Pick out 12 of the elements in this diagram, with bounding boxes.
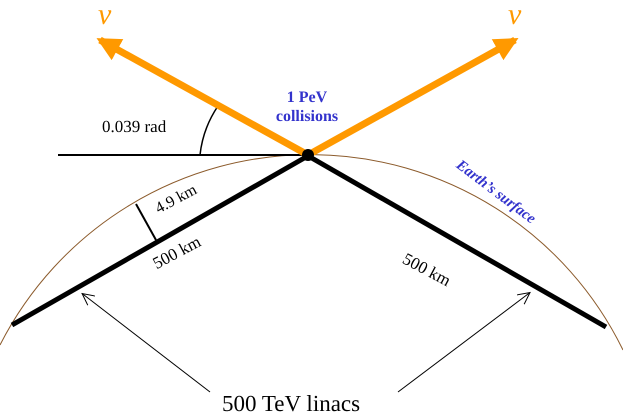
linac-bar	[308, 154, 608, 330]
length-label: 500 km	[400, 250, 454, 290]
leader-line	[398, 292, 530, 392]
leader-line	[82, 293, 210, 392]
depth-label: 4.9 km	[153, 182, 200, 218]
length-label: 500 km	[150, 232, 204, 272]
neutrino-symbol: ν	[98, 0, 112, 30]
neutrino-symbol: ν	[508, 0, 522, 30]
linac-bar	[10, 154, 308, 328]
angle-label: 0.039 rad	[102, 118, 166, 135]
collision-label: 1 PeV collisions	[274, 88, 340, 126]
caption-label: 500 TeV linacs	[222, 392, 360, 415]
